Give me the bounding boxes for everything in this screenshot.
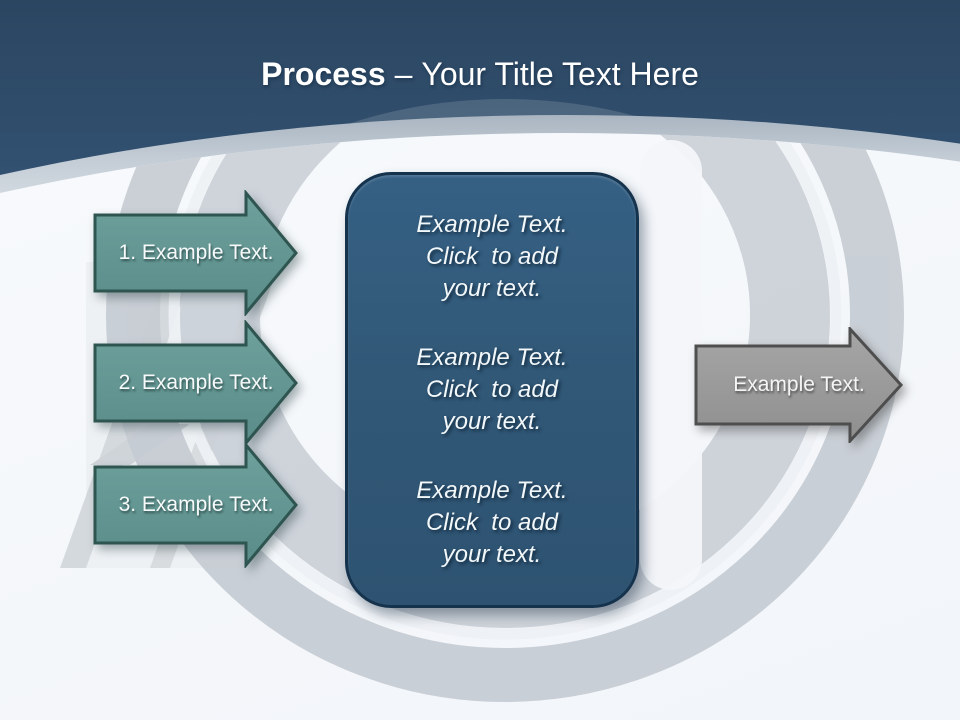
panel-text-line: Click to add — [425, 509, 559, 536]
output-arrow-label: Example Text. — [733, 373, 865, 396]
slide-title: Process–Your Title Text Here — [0, 54, 960, 94]
step-arrow-1[interactable]: 1. Example Text. — [93, 190, 299, 316]
step-arrow-1-shape — [93, 190, 298, 316]
step-arrow-2[interactable]: 2. Example Text. — [93, 320, 299, 446]
slide-title-separator: – — [394, 56, 413, 92]
step-arrow-2-label: 2. Example Text. — [118, 371, 274, 394]
panel-text-line: Example Text. — [416, 344, 568, 371]
panel-text-block-1[interactable]: Example Text. Click to add your text. — [348, 209, 636, 305]
panel-text-line: your text. — [442, 408, 542, 435]
slide-title-text: Your Title Text Here — [421, 56, 699, 92]
output-arrow-shape — [694, 327, 904, 443]
panel-text-line: Example Text. — [416, 477, 568, 504]
panel-text-block-2[interactable]: Example Text. Click to add your text. — [348, 342, 636, 438]
step-arrow-3-label: 3. Example Text. — [118, 493, 274, 516]
content-panel[interactable]: Example Text. Click to add your text. Ex… — [345, 172, 639, 608]
panel-text-line: your text. — [442, 275, 542, 302]
step-arrow-3-shape — [93, 442, 298, 568]
step-arrow-2-shape — [93, 320, 298, 446]
panel-text-line: Example Text. — [416, 211, 568, 238]
slide-title-keyword: Process — [261, 56, 386, 92]
panel-text-line: Click to add — [425, 243, 559, 270]
panel-text-line: Click to add — [425, 376, 559, 403]
panel-text-line: your text. — [442, 541, 542, 568]
panel-text-block-3[interactable]: Example Text. Click to add your text. — [348, 475, 636, 571]
step-arrow-1-label: 1. Example Text. — [118, 241, 274, 264]
output-arrow[interactable]: Example Text. — [694, 327, 904, 443]
step-arrow-3[interactable]: 3. Example Text. — [93, 442, 299, 568]
